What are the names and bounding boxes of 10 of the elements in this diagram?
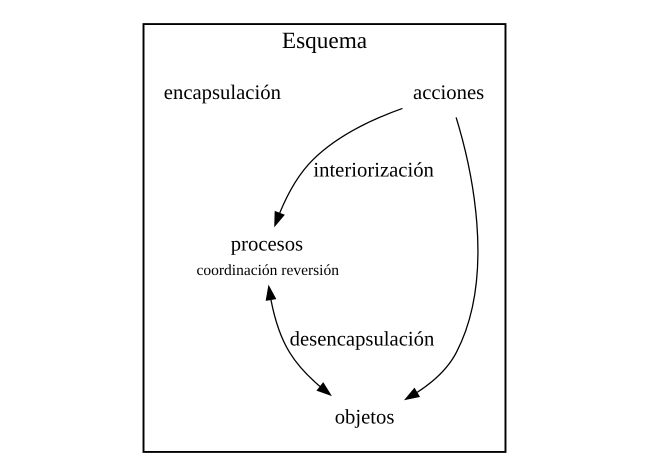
- edge-label: desencapsulación: [290, 328, 434, 351]
- edge-label: interiorización: [313, 159, 434, 182]
- label: encapsulación: [164, 82, 281, 104]
- arrow: [404, 117, 478, 400]
- arrow: [266, 284, 332, 396]
- arrow: [274, 108, 403, 228]
- node-text: procesos: [230, 234, 304, 256]
- node-text: acciones: [413, 82, 484, 104]
- node-text: objetos: [334, 406, 394, 428]
- node-label: coordinación reversión: [196, 262, 339, 279]
